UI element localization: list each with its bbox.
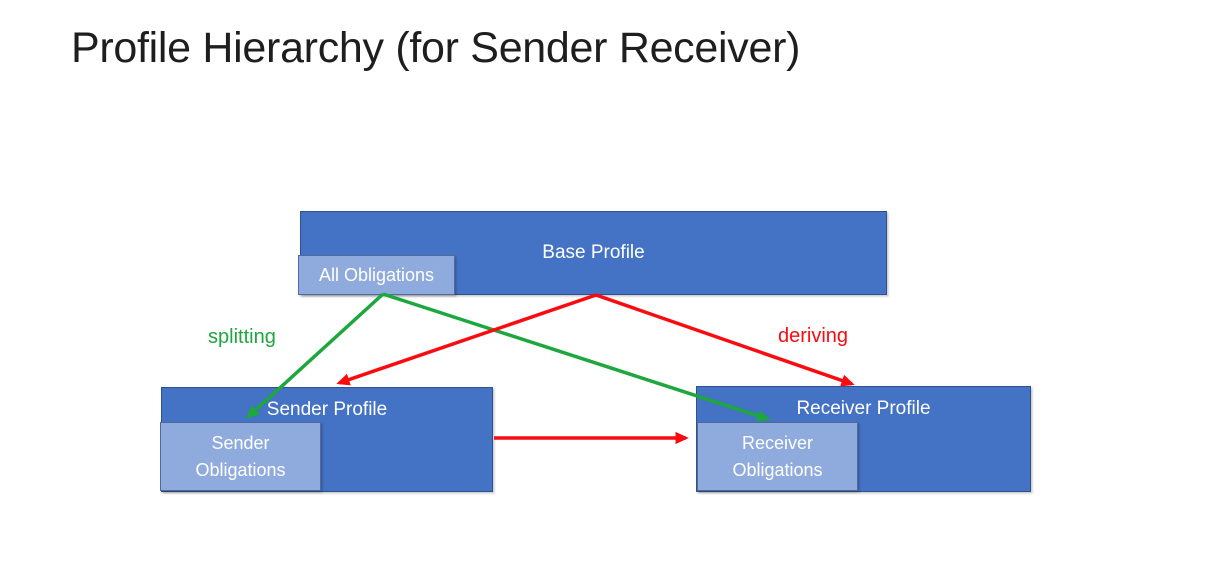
node-receiver-obligations: Receiver Obligations (697, 422, 858, 491)
edge-label-deriving: deriving (778, 325, 849, 347)
node-all-obligations: All Obligations (298, 255, 455, 295)
arrow-deriving-to-sender-profile (336, 293, 597, 386)
slide-title: Profile Hierarchy (for Sender Receiver) (71, 24, 801, 72)
edge-label-splitting: splitting (208, 326, 276, 348)
node-sender-obligations: Sender Obligations (160, 422, 321, 491)
